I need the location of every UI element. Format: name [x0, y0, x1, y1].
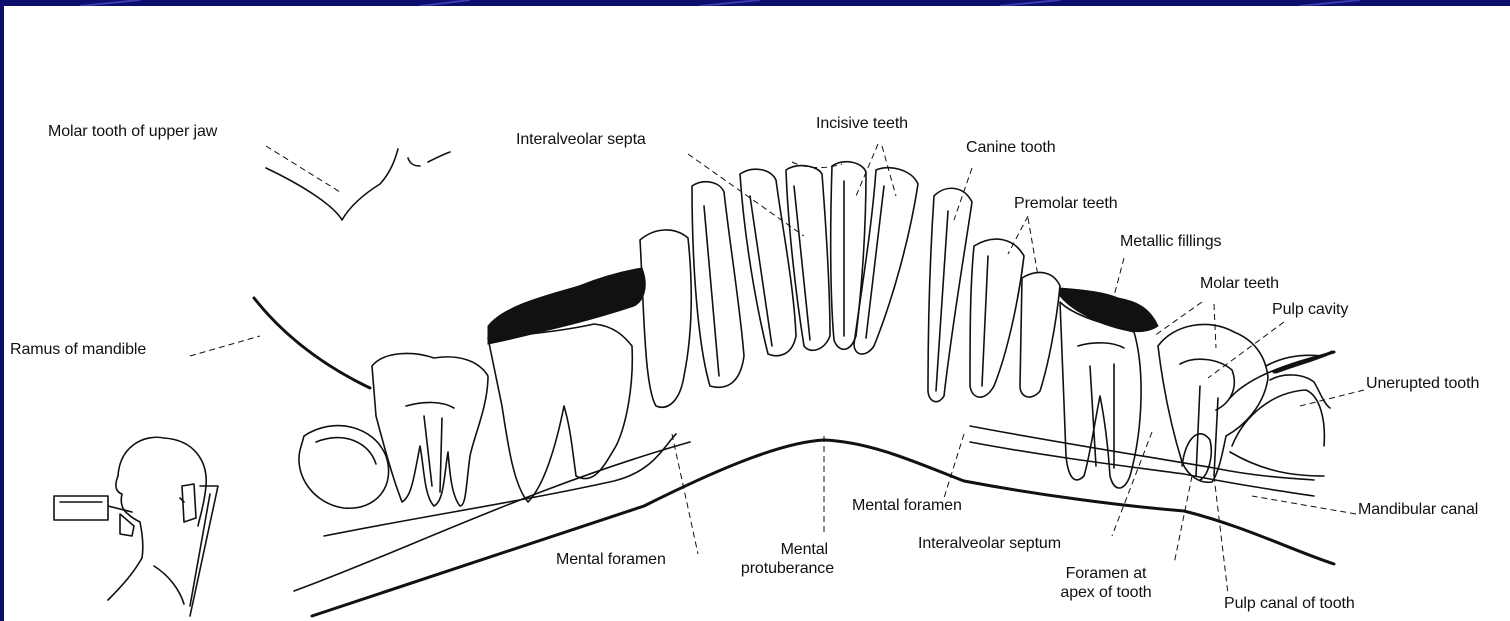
- label-pulp-canal-of-tooth: Pulp canal of tooth: [1224, 594, 1355, 613]
- ramus-curve: [254, 298, 370, 388]
- label-molar-teeth: Molar teeth: [1200, 274, 1279, 293]
- label-canine-tooth: Canine tooth: [966, 138, 1056, 157]
- label-molar-upper-jaw: Molar tooth of upper jaw: [48, 122, 217, 141]
- label-metallic-fillings: Metallic fillings: [1120, 232, 1221, 251]
- label-foramen-at-apex: Foramen at apex of tooth: [1046, 564, 1166, 602]
- label-mental-protuberance-line2: protuberance: [704, 559, 834, 578]
- label-pulp-cavity: Pulp cavity: [1272, 300, 1348, 319]
- left-third-molar: [299, 426, 389, 509]
- label-unerupted-tooth: Unerupted tooth: [1366, 374, 1479, 393]
- diagram-page: Molar tooth of upper jaw Interalveolar s…: [4, 6, 1510, 621]
- label-interalveolar-septum: Interalveolar septum: [918, 534, 1061, 553]
- label-foramen-at-apex-line1: Foramen at: [1046, 564, 1166, 583]
- label-mental-protuberance-line1: Mental: [704, 540, 834, 559]
- leader-lines: [190, 144, 1364, 594]
- label-mental-foramen-right: Mental foramen: [852, 496, 962, 515]
- label-mental-protuberance: Mental protuberance: [704, 540, 834, 578]
- label-mandibular-canal: Mandibular canal: [1358, 500, 1478, 519]
- patient-head-sketch: [54, 437, 218, 616]
- label-ramus-of-mandible: Ramus of mandible: [10, 340, 146, 359]
- label-interalveolar-septa: Interalveolar septa: [516, 130, 646, 149]
- right-molars: [1060, 288, 1268, 488]
- label-foramen-at-apex-line2: apex of tooth: [1046, 583, 1166, 602]
- label-mental-foramen-left: Mental foramen: [556, 550, 666, 569]
- anterior-teeth: [692, 162, 1060, 402]
- upper-jaw-molar: [266, 149, 450, 220]
- label-premolar-teeth: Premolar teeth: [1014, 194, 1118, 213]
- label-incisive-teeth: Incisive teeth: [816, 114, 908, 133]
- left-molars: [372, 230, 691, 506]
